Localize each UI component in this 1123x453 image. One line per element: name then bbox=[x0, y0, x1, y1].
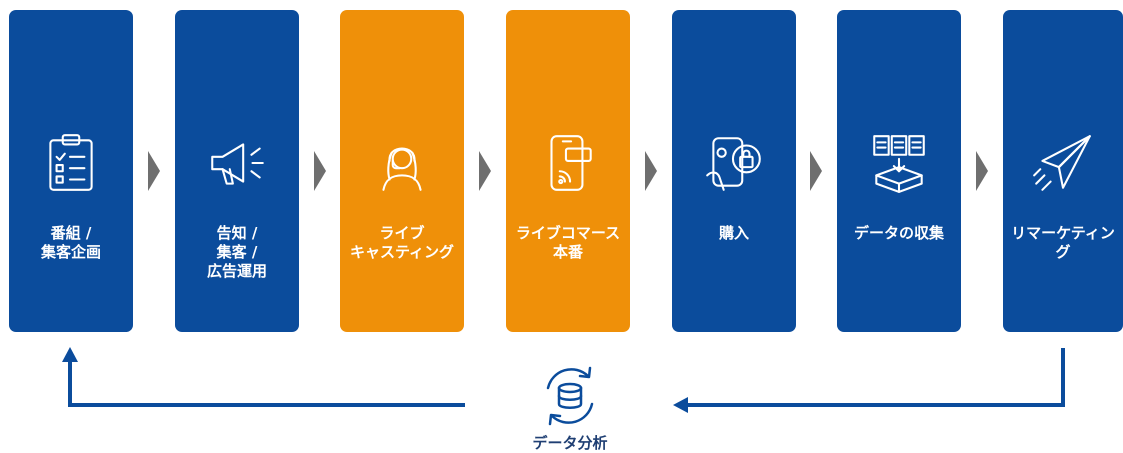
step-card-planning: 番組 / 集客企画 bbox=[9, 10, 133, 332]
smartphone-live-icon bbox=[506, 128, 630, 198]
loop-label: データ分析 bbox=[532, 434, 608, 452]
step-label: 番組 / 集客企画 bbox=[40, 224, 101, 261]
documents-to-box-icon bbox=[837, 128, 961, 198]
step-label: ライブコマース 本番 bbox=[515, 224, 621, 261]
arrowhead-left-icon bbox=[673, 397, 688, 413]
paper-plane-icon bbox=[1003, 128, 1123, 198]
chevron-right-icon bbox=[976, 151, 988, 191]
step-card-data-collection: データの収集 bbox=[837, 10, 961, 332]
chevron-right-icon bbox=[810, 151, 822, 191]
step-label: 告知 / 集客 / 広告運用 bbox=[206, 224, 267, 280]
step-card-promotion: 告知 / 集客 / 広告運用 bbox=[175, 10, 299, 332]
step-label: 購入 bbox=[718, 224, 749, 242]
chevron-right-icon bbox=[645, 151, 657, 191]
chevron-right-icon bbox=[479, 151, 491, 191]
chevron-right-icon bbox=[314, 151, 326, 191]
database-sync-icon bbox=[546, 366, 594, 426]
phone-shopping-bag-icon bbox=[672, 128, 796, 198]
megaphone-icon bbox=[175, 128, 299, 198]
loop-arrow-left bbox=[68, 358, 465, 407]
step-label: ライブ キャスティング bbox=[349, 224, 455, 261]
chevron-right-icon bbox=[148, 151, 160, 191]
step-card-casting: ライブ キャスティング bbox=[340, 10, 464, 332]
step-label: リマーケティング bbox=[1011, 224, 1115, 261]
arrowhead-up-icon bbox=[62, 347, 78, 362]
step-card-purchase: 購入 bbox=[672, 10, 796, 332]
clipboard-checklist-icon bbox=[9, 128, 133, 198]
step-card-live-commerce: ライブコマース 本番 bbox=[506, 10, 630, 332]
step-card-remarketing: リマーケティング bbox=[1003, 10, 1123, 332]
step-label: データの収集 bbox=[853, 224, 944, 242]
loop-arrow-right bbox=[685, 348, 1065, 407]
presenter-headset-icon bbox=[340, 128, 464, 198]
